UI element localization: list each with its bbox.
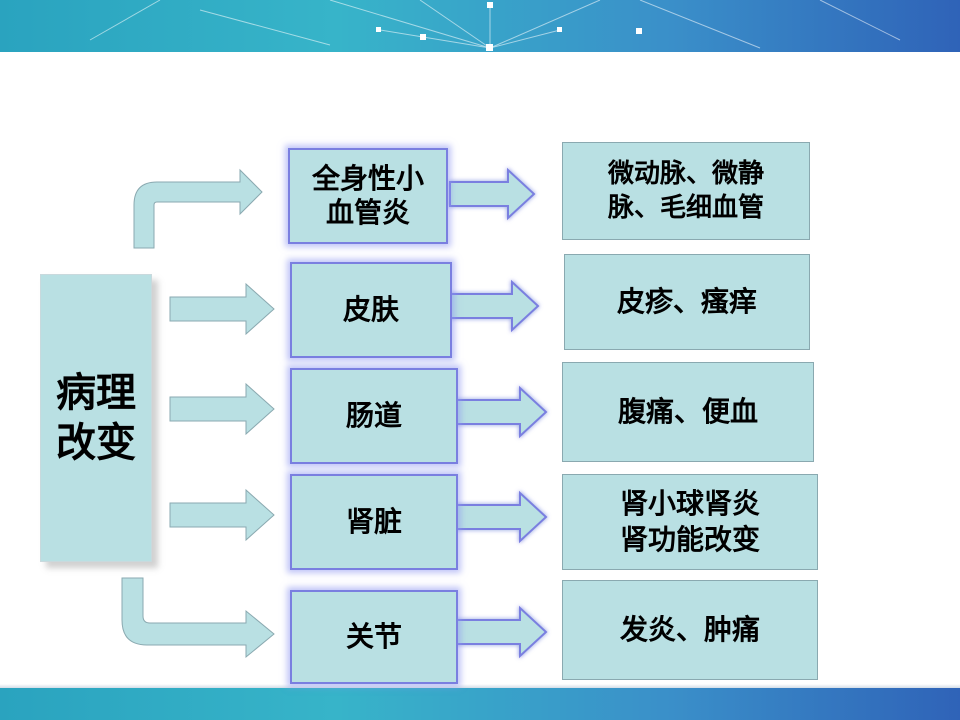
arrow-skin-to-manifestation <box>449 279 540 333</box>
arrow-vasculitis-to-manifestation <box>449 167 536 221</box>
arrow-root-to-kidney <box>169 488 275 542</box>
arrow-intestine-to-manifestation <box>455 385 548 439</box>
bent-arrow-down <box>121 577 275 659</box>
bottom-shadow <box>0 684 960 688</box>
network-pattern <box>89 0 901 51</box>
category-vasculitis: 全身性小 血管炎 <box>288 148 448 244</box>
bottom-banner <box>0 688 960 720</box>
root-node: 病理 改变 <box>40 274 152 562</box>
manifestation-kidney: 肾小球肾炎 肾功能改变 <box>562 474 818 570</box>
category-skin: 皮肤 <box>290 262 452 358</box>
manifestation-intestine: 腹痛、便血 <box>562 362 814 462</box>
manifestation-joint: 发炎、肿痛 <box>562 580 818 680</box>
manifestation-skin: 皮疹、瘙痒 <box>564 254 810 350</box>
top-banner <box>0 0 960 52</box>
category-kidney: 肾脏 <box>290 474 458 570</box>
manifestation-vasculitis: 微动脉、微静 脉、毛细血管 <box>562 142 810 240</box>
arrow-root-to-intestine <box>169 382 275 436</box>
category-joint: 关节 <box>290 590 458 684</box>
arrow-root-to-skin <box>169 282 275 336</box>
category-intestine: 肠道 <box>290 368 458 464</box>
arrow-joint-to-manifestation <box>455 605 548 659</box>
bent-arrow-up <box>133 168 263 249</box>
arrow-kidney-to-manifestation <box>455 490 548 544</box>
